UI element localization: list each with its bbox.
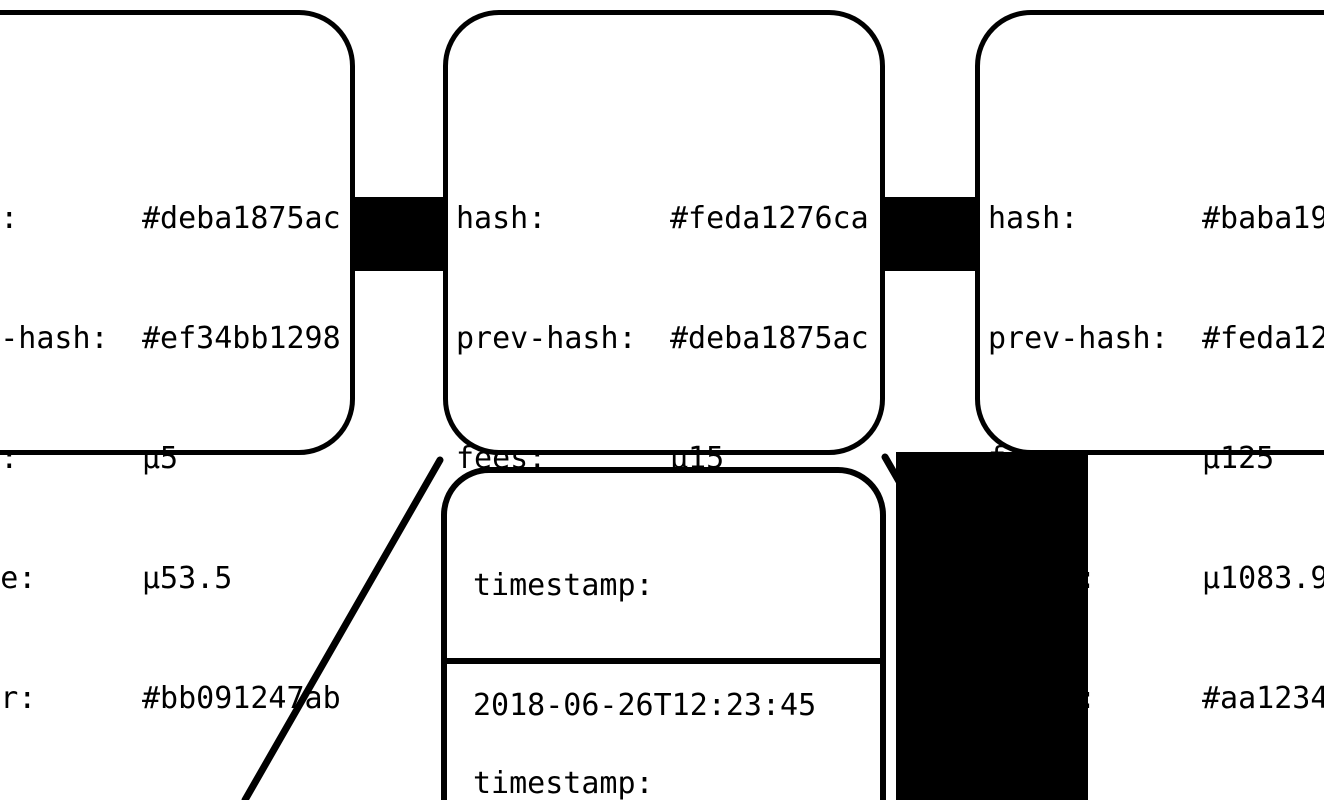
field-label: prev-hash:: [456, 321, 637, 356]
block-field-hash: hash: #feda1276ca: [456, 199, 1324, 239]
block-field-prev-hash: prev-hash: #ef34bb1298: [0, 319, 950, 359]
block-field-value: value: µ1083.9: [988, 559, 1324, 599]
field-value: #ef34bb1298: [142, 321, 341, 356]
transaction-entry: timestamp: 2018-06-26T12:23:45 value: µ2…: [447, 473, 880, 723]
field-value: µ1083.9: [1202, 561, 1324, 596]
tx-timestamp-label: timestamp:: [473, 568, 654, 603]
field-value: #bb091247ab: [142, 681, 341, 716]
field-value: #deba1875ac: [142, 201, 341, 236]
field-label: value:: [0, 561, 37, 596]
field-value: #aa1234: [1202, 681, 1324, 716]
field-value: #deba1875ac: [670, 321, 869, 356]
block-field-prev-hash: prev-hash: #deba1875ac: [456, 319, 1324, 359]
field-label: prev-hash:: [988, 321, 1169, 356]
field-label: hash:: [456, 201, 547, 236]
field-value: #feda1276ca: [670, 201, 869, 236]
block-field-value: value: µ53.5: [0, 559, 950, 599]
field-value: µ125: [1202, 441, 1275, 476]
block-card-next: hash: #baba19 prev-hash: #feda12 fees: µ125…: [975, 10, 1324, 716]
field-label: value:: [988, 561, 1097, 596]
block-field-miner: miner: #aa1234: [988, 679, 1324, 719]
field-label: miner:: [988, 681, 1097, 716]
field-label: miner:: [0, 681, 37, 716]
transaction-entry: timestamp: 2018-06-26T12:24:05 value: µ5…: [447, 664, 880, 800]
block-fields: hash: #baba19 prev-hash: #feda12 fees: µ125…: [988, 119, 1324, 799]
tx-timestamp-value: 2018-06-26T12:23:45: [473, 688, 817, 723]
block-field-fees: fees: µ5: [0, 439, 950, 479]
block-link-connector: [885, 197, 975, 271]
field-value: µ5: [142, 441, 179, 476]
block-link-connector: [355, 197, 445, 271]
block-field-hash: hash: #baba19: [988, 199, 1324, 239]
transaction-list: timestamp: 2018-06-26T12:23:45 value: µ2…: [441, 467, 886, 800]
field-label: hash:: [988, 201, 1079, 236]
tx-timestamp-label: timestamp:: [473, 766, 654, 800]
field-label: prev-hash:: [0, 321, 109, 356]
block-card-current: hash:#feda1276ca prev-hash:#deba1875ac f…: [443, 10, 885, 716]
field-value: µ53.5: [142, 561, 233, 596]
field-label: fees:: [0, 441, 19, 476]
field-value: #feda12: [1202, 321, 1324, 356]
field-value: #baba19: [1202, 201, 1324, 236]
block-field-hash: hash: #deba1875ac: [0, 199, 950, 239]
block-field-prev-hash: prev-hash: #feda12: [988, 319, 1324, 359]
field-label: fees:: [988, 441, 1079, 476]
transaction-divider: [447, 658, 880, 664]
field-label: hash:: [0, 201, 19, 236]
block-card-previous: hash: #deba1875ac prev-hash: #ef34bb1298 f…: [0, 10, 355, 716]
block-field-fees: fees: µ125: [988, 439, 1324, 479]
